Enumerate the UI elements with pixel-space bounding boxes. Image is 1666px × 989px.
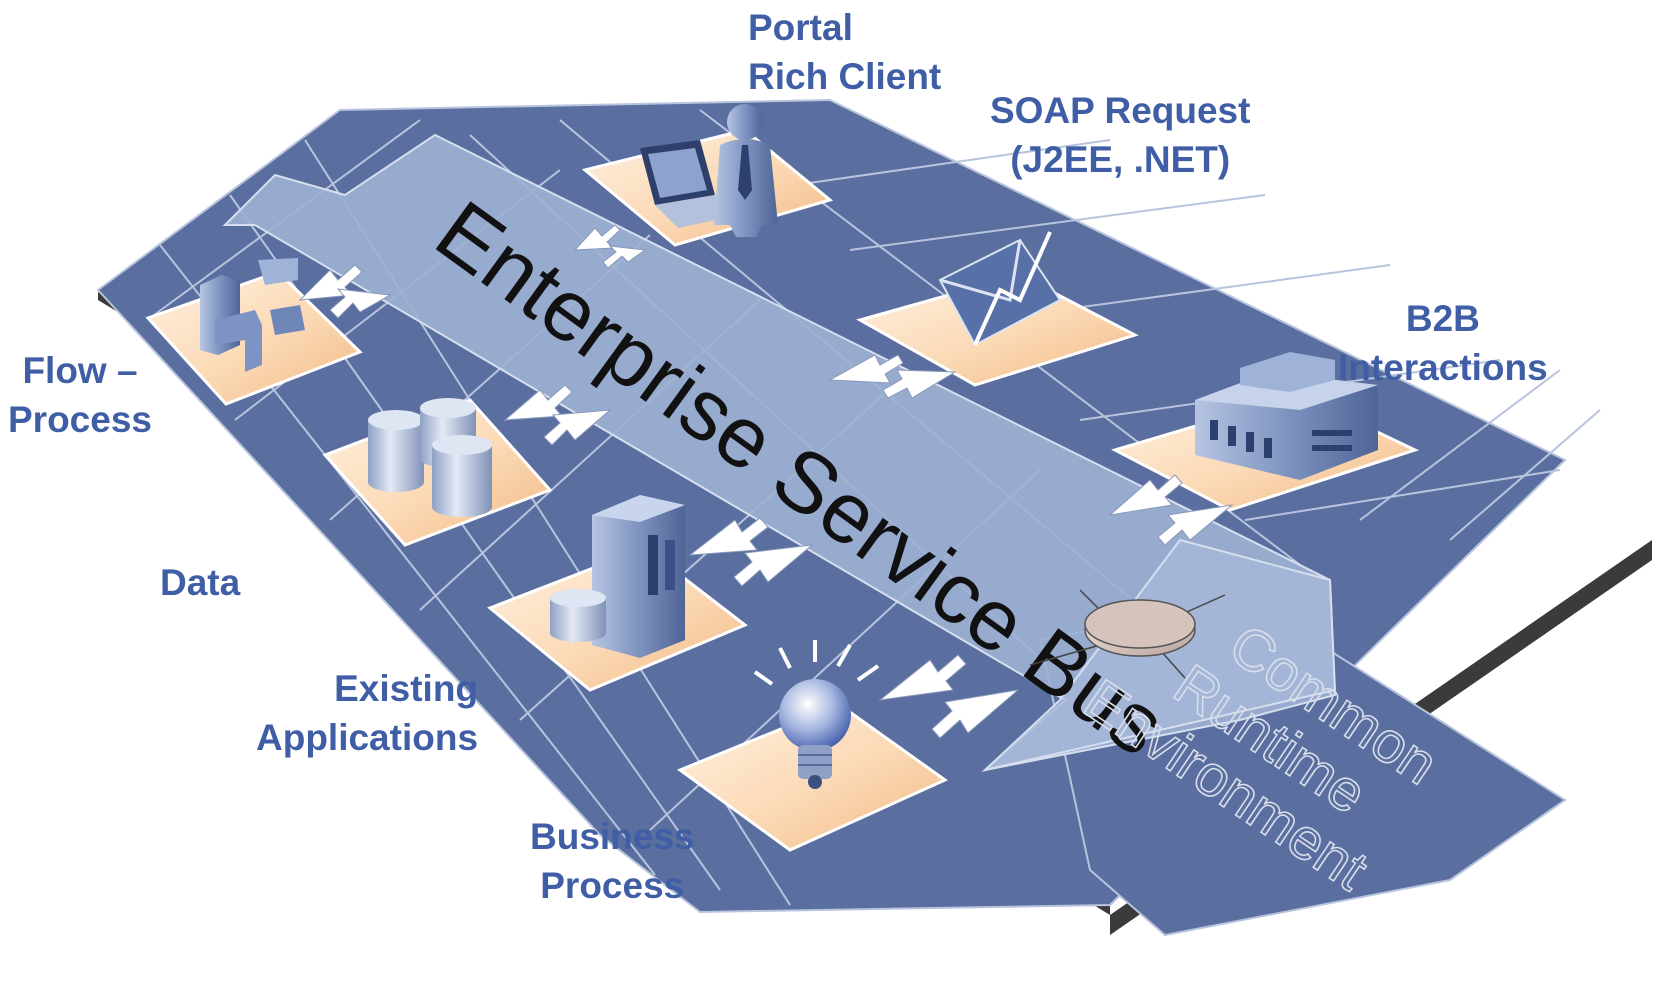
label-business-line2: Process [540, 865, 685, 906]
label-existing: Existing Applications [256, 664, 478, 762]
label-business: Business Process [530, 812, 695, 910]
label-soap: SOAP Request (J2EE, .NET) [990, 86, 1250, 184]
label-data: Data [160, 558, 240, 607]
lightbulb-icon [753, 640, 880, 789]
label-soap-line1: SOAP Request [990, 90, 1251, 131]
label-business-line1: Business [530, 816, 695, 857]
label-flow-line2: Process [8, 399, 152, 440]
label-portal-line1: Portal [748, 7, 853, 48]
laptop-user-icon [640, 104, 778, 237]
connector-arrows [298, 224, 1234, 739]
flow-process-icon [200, 258, 305, 372]
label-b2b-line1: B2B [1405, 298, 1480, 339]
label-soap-line2: (J2EE, .NET) [1010, 139, 1231, 180]
label-b2b: B2B Interactions [1338, 294, 1548, 392]
label-portal: Portal Rich Client [748, 3, 941, 101]
label-data-line1: Data [160, 562, 241, 603]
server-icon [550, 495, 685, 658]
label-existing-line2: Applications [256, 717, 479, 758]
building-icon [1195, 352, 1378, 480]
label-existing-line1: Existing [334, 668, 479, 709]
database-icon [368, 398, 492, 517]
envelope-icon [938, 231, 1062, 347]
hub-icon [1029, 589, 1226, 679]
label-portal-line2: Rich Client [748, 56, 942, 97]
label-flow: Flow – Process [8, 346, 152, 444]
label-flow-line1: Flow – [22, 350, 138, 391]
label-b2b-line2: Interactions [1338, 347, 1548, 388]
